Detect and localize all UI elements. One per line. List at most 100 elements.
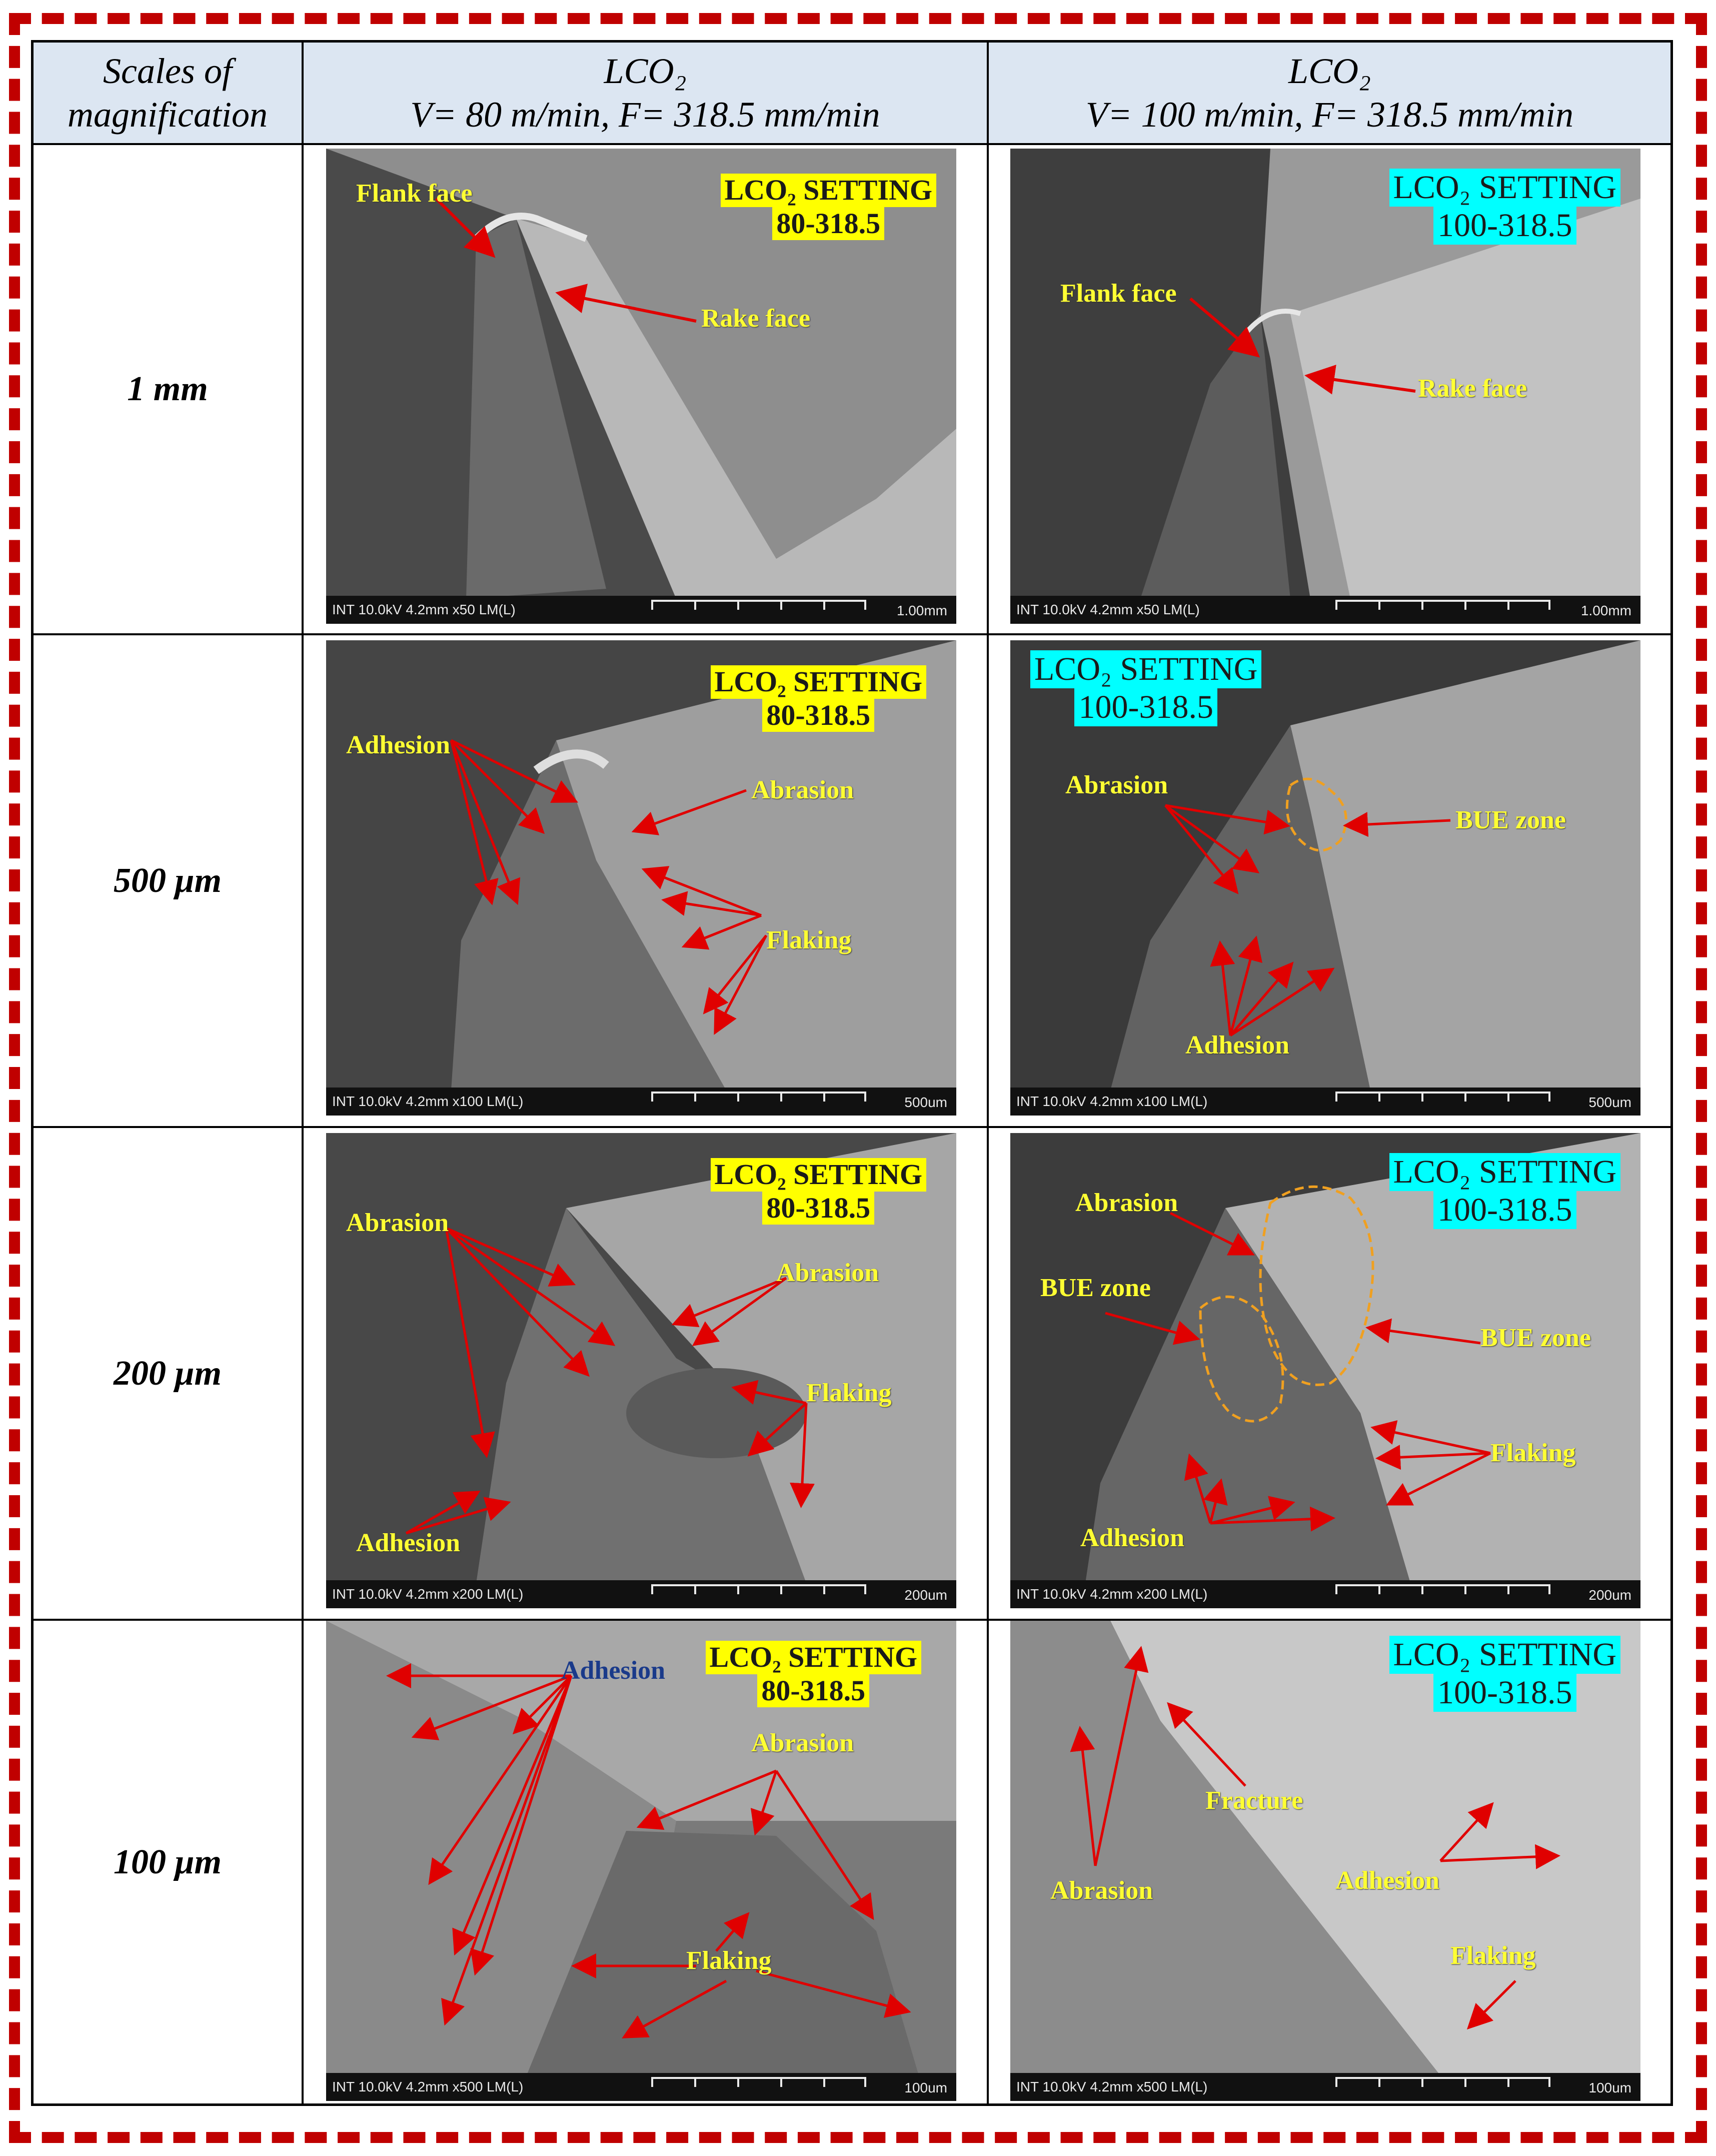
- sem-databar: INT 10.0kV 4.2mm x100 LM(L) 500um: [326, 1088, 956, 1116]
- cell-r4-left: [304, 1621, 989, 2103]
- label-flaking: Flaking: [766, 926, 852, 954]
- header-condition-100: LCO₂ V= 100 m/min, F= 318.5 mm/min: [989, 43, 1670, 145]
- scale-label: 500um: [1588, 1095, 1631, 1110]
- annotation-arrows: [405, 1227, 815, 1535]
- scale-100um: 100 μm: [34, 1621, 304, 2103]
- label-rake-face: Rake face: [1418, 374, 1527, 403]
- scale-bar: [651, 1584, 866, 1597]
- cell-r2-right: [989, 635, 1670, 1128]
- sem-databar: INT 10.0kV 4.2mm x500 LM(L) 100um: [326, 2073, 956, 2101]
- sem-databar: INT 10.0kV 4.2mm x500 LM(L) 100um: [1010, 2073, 1640, 2101]
- scale-bar: [1335, 600, 1550, 613]
- scale-label: 100um: [1588, 2080, 1631, 2095]
- sem-info: INT 10.0kV 4.2mm x50 LM(L): [1016, 602, 1200, 617]
- annotation-arrows: [450, 739, 768, 1035]
- sem-info: INT 10.0kV 4.2mm x200 LM(L): [1016, 1586, 1208, 1602]
- label-adhesion: Adhesion: [346, 731, 451, 759]
- label-adhesion: Adhesion: [561, 1656, 666, 1685]
- cell-r3-left: [304, 1128, 989, 1621]
- header-100-line2: V= 100 m/min, F= 318.5 mm/min: [1085, 94, 1574, 135]
- header-condition-80: LCO₂ V= 80 m/min, F= 318.5 mm/min: [304, 43, 989, 145]
- label-abrasion-2: Abrasion: [776, 1259, 879, 1287]
- sem-info: INT 10.0kV 4.2mm x100 LM(L): [1016, 1094, 1208, 1109]
- label-bue-zone-1: BUE zone: [1040, 1274, 1151, 1302]
- label-flaking: Flaking: [806, 1379, 892, 1407]
- annotation-arrows: [1164, 777, 1451, 1037]
- scale-500um: 500 μm: [34, 635, 304, 1128]
- sem-micrograph: [326, 640, 956, 1116]
- sem-databar: INT 10.0kV 4.2mm x50 LM(L) 1.00mm: [326, 596, 956, 624]
- label-bue-zone: BUE zone: [1455, 806, 1566, 834]
- label-adhesion: Adhesion: [1185, 1031, 1290, 1059]
- cell-r1-left: [304, 145, 989, 635]
- label-abrasion: Abrasion: [1065, 771, 1168, 799]
- header-scales-line2: magnification: [68, 94, 268, 135]
- scale-bar: [651, 600, 866, 613]
- label-abrasion: Abrasion: [1050, 1876, 1153, 1905]
- scale-label: 1.00mm: [896, 603, 947, 618]
- annotation-arrows: [386, 1663, 911, 2038]
- cell-r1-right: [989, 145, 1670, 635]
- label-fracture: Fracture: [1205, 1786, 1303, 1815]
- label-abrasion: Abrasion: [751, 1729, 854, 1757]
- scale-label: 100um: [904, 2080, 947, 2095]
- annotation-arrows: [435, 197, 697, 323]
- sem-info: INT 10.0kV 4.2mm x200 LM(L): [332, 1586, 524, 1602]
- label-flank-face: Flank face: [356, 179, 473, 208]
- scale-label: 500um: [904, 1095, 947, 1110]
- label-flaking: Flaking: [1450, 1941, 1536, 1970]
- annotation-arrows: [1105, 1185, 1491, 1532]
- annotation-arrows: [1189, 297, 1416, 395]
- sem-databar: INT 10.0kV 4.2mm x100 LM(L) 500um: [1010, 1088, 1640, 1116]
- label-adhesion: Adhesion: [1080, 1524, 1185, 1552]
- figure-table: Scales of magnification LCO₂ V= 80 m/min…: [31, 40, 1673, 2106]
- cell-r2-left: [304, 635, 989, 1128]
- scale-bar: [1335, 1092, 1550, 1105]
- label-adhesion: Adhesion: [1335, 1866, 1440, 1895]
- scale-bar: [651, 1092, 866, 1105]
- header-100-line1: LCO₂: [1288, 51, 1371, 92]
- scale-label: 200um: [1588, 1587, 1631, 1603]
- sem-info: INT 10.0kV 4.2mm x100 LM(L): [332, 1094, 524, 1109]
- sem-info: INT 10.0kV 4.2mm x500 LM(L): [1016, 2079, 1208, 2094]
- dashed-border: [9, 13, 1707, 2143]
- label-adhesion: Adhesion: [356, 1529, 461, 1557]
- cell-r3-right: [989, 1128, 1670, 1621]
- header-scales-line1: Scales of: [103, 51, 232, 92]
- label-flaking: Flaking: [1490, 1439, 1576, 1467]
- scale-label: 1.00mm: [1580, 603, 1631, 618]
- annotation-arrows: [1070, 1646, 1560, 2030]
- header-80-line1: LCO₂: [604, 51, 687, 92]
- scale-label: 200um: [904, 1587, 947, 1603]
- label-rake-face: Rake face: [701, 304, 811, 333]
- label-flaking: Flaking: [686, 1946, 772, 1975]
- scale-bar: [1335, 2077, 1550, 2090]
- sem-info: INT 10.0kV 4.2mm x500 LM(L): [332, 2079, 524, 2094]
- sem-info: INT 10.0kV 4.2mm x50 LM(L): [332, 602, 516, 617]
- scale-bar: [651, 2077, 866, 2090]
- label-bue-zone-2: BUE zone: [1480, 1324, 1591, 1352]
- sem-databar: INT 10.0kV 4.2mm x200 LM(L) 200um: [326, 1580, 956, 1608]
- header-scales: Scales of magnification: [34, 43, 304, 145]
- header-80-line2: V= 80 m/min, F= 318.5 mm/min: [410, 94, 880, 135]
- sem-micrograph: [1010, 149, 1640, 624]
- label-abrasion-1: Abrasion: [346, 1209, 449, 1237]
- scale-1mm: 1 mm: [34, 145, 304, 635]
- label-abrasion: Abrasion: [1075, 1189, 1178, 1217]
